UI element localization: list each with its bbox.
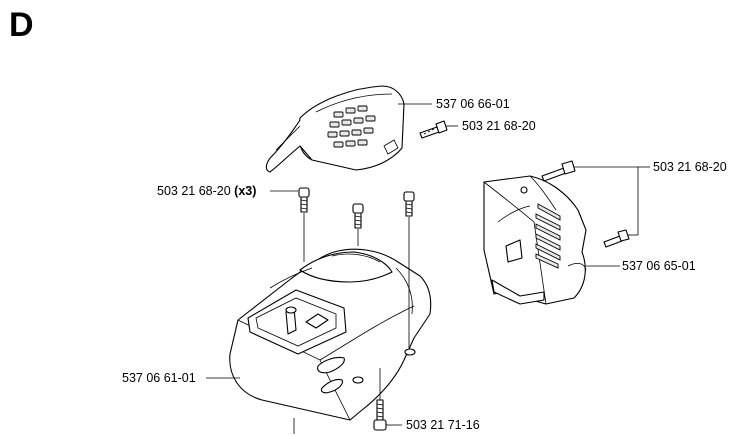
screw-middle xyxy=(352,203,364,229)
screw-top xyxy=(419,120,448,139)
section-letter: D xyxy=(9,6,34,44)
label-screw-top: 503 21 68-20 xyxy=(462,119,536,133)
top-cover-part xyxy=(265,85,405,173)
label-screw-bottom: 503 21 71-16 xyxy=(406,418,480,432)
label-housing: 537 06 61-01 xyxy=(122,371,196,385)
label-right-cover: 537 06 65-01 xyxy=(622,259,696,273)
label-screw-x3-qty: (x3) xyxy=(234,184,257,198)
label-screw-x3: 503 21 68-20 (x3) xyxy=(157,185,256,198)
screw-right xyxy=(403,191,415,217)
label-top-cover: 537 06 66-01 xyxy=(436,97,510,111)
leader-lines xyxy=(206,103,650,434)
main-housing-part xyxy=(229,248,432,421)
screw-bottom xyxy=(373,399,387,431)
screw-right-upper xyxy=(541,160,576,182)
label-screw-right: 503 21 68-20 xyxy=(653,160,727,174)
screw-left xyxy=(298,187,310,213)
screw-right-lower xyxy=(603,229,630,248)
right-cover-part xyxy=(483,175,587,305)
label-screw-x3-code: 503 21 68-20 xyxy=(157,184,231,198)
